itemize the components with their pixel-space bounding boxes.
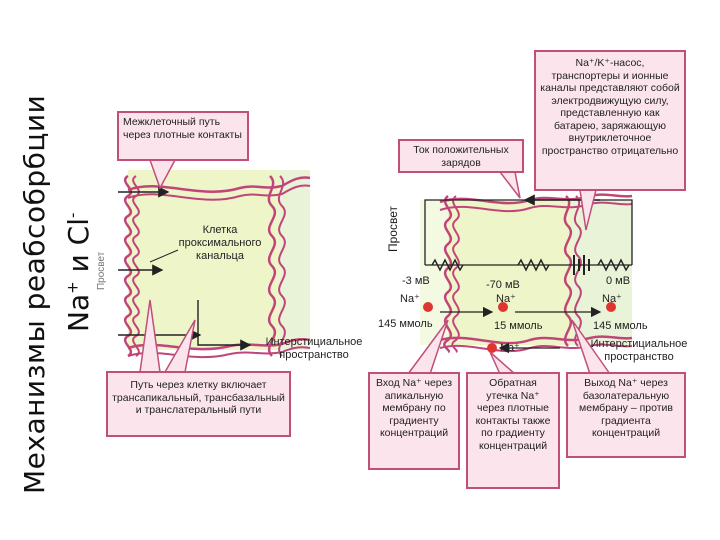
na-label-backleak: Na⁺ [500,342,520,354]
current-box-pointer [499,171,521,199]
transcellular-path-box: Путь через клетку включает трансапикальн… [106,371,291,437]
right-top-junction-2 [439,201,633,213]
right-cell-area [420,200,632,345]
na-exit-box: Выход Na⁺ через базолатеральную мембрану… [566,372,686,458]
na-dot-cell [498,302,508,312]
right-lumen-label: Просвет [386,206,400,252]
left-paracellular-pointer [149,159,176,190]
battery-icon [573,255,590,275]
left-transcellular-pointer [139,299,161,373]
left-basolateral-membrane [267,175,277,357]
paracellular-path-box: Межклеточный путь через плотные контакты [117,111,249,161]
left-bottom-junction-2 [127,346,311,359]
exit-box-pointer [571,319,611,375]
conc-cell: 15 ммоль [494,320,543,332]
pump-description-box: Na⁺/K⁺-насос, транспортеры и ионные кана… [534,50,686,191]
na-dot-backleak [487,343,497,353]
right-interstitial-fill [572,200,632,345]
voltage-cell: -70 мВ [486,279,520,291]
na-entry-box: Вход Na⁺ через апикальную мембрану по гр… [368,372,460,470]
na-dot-lumen [423,302,433,312]
left-transcellular-pointer-2 [164,319,196,373]
na-label-lumen: Na⁺ [400,293,420,305]
right-bottom-junction-2 [439,343,633,353]
na-label-cell: Na⁺ [496,293,516,305]
right-cell-fill [448,200,572,345]
pump-box-pointer [579,189,597,231]
resistor-2 [517,258,550,272]
left-cell-label-line [149,249,179,263]
conc-interstitial: 145 ммоль [593,320,648,332]
right-interstitial-label: Интерстициальное пространство [590,338,688,363]
resistor-1 [431,258,464,272]
left-apical-membrane [123,174,133,358]
left-cell-label: Клетка проксимального канальца [178,224,262,262]
voltage-interstitial: 0 мВ [606,275,631,287]
left-interstitial-label: Интерстициальное пространство [265,336,363,361]
left-apical-membrane-2 [132,175,140,357]
left-lumen-label: Просвет [96,251,107,290]
na-backleak-box: Обратная утечка Na⁺ через плотные контак… [466,372,560,489]
na-label-interstitial: Na⁺ [602,293,622,305]
conc-lumen: 145 ммоль [378,318,433,330]
left-interstitial-arrow [197,300,252,351]
entry-box-pointer [407,319,449,375]
left-basolateral-membrane-2 [277,175,286,357]
current-description-box: Ток положительных зарядов [398,139,524,173]
resistor-3 [597,258,630,272]
backleak-box-pointer [489,351,516,375]
left-interstitial-fill [280,170,310,350]
na-dot-interstitial [606,302,616,312]
right-bottom-junction [439,335,633,345]
right-basolateral-membrane [563,195,573,347]
voltage-lumen: -3 мВ [402,275,430,287]
